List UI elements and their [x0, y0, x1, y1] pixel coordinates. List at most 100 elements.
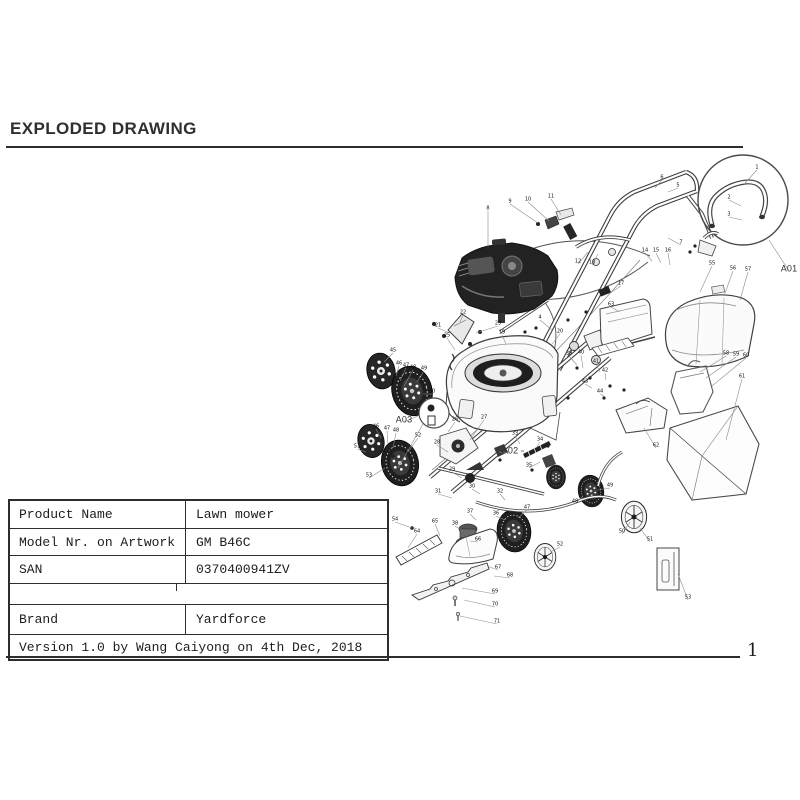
part-number-callout: 51 — [353, 443, 361, 450]
part-number-callout: 33 — [511, 430, 519, 437]
part-number-callout: 56 — [729, 265, 737, 272]
table-cell-label: SAN — [10, 556, 186, 583]
part-number-callout: 39 — [565, 350, 573, 357]
table-cell-value — [185, 584, 387, 604]
grass-bag-frame — [670, 360, 714, 415]
part-number-callout: 2 — [727, 194, 731, 201]
table-cell-value: GM B46C — [196, 534, 251, 550]
part-number-callout: 28 — [433, 439, 441, 446]
table-row: Model Nr. on Artwork GM B46C — [10, 529, 387, 556]
part-number-callout: 41 — [592, 358, 600, 365]
table-cell-label: Model Nr. on Artwork — [10, 529, 186, 555]
part-number-callout: 23 — [494, 320, 502, 327]
part-number-callout: 14 — [641, 247, 649, 254]
part-number-callout: 63 — [607, 301, 615, 308]
header-rule — [6, 146, 743, 149]
part-number-callout: 48 — [392, 427, 400, 434]
part-number-callout: 32 — [496, 488, 504, 495]
table-cell-value: 0370400941ZV — [196, 562, 290, 577]
table-row: Product Name Lawn mower — [10, 501, 387, 529]
blade-assembly — [395, 523, 498, 622]
fastener-dots — [386, 310, 626, 530]
part-number-callout: 59 — [732, 351, 740, 358]
part-number-callout: 57 — [744, 266, 752, 273]
part-number-callout: 8 — [486, 205, 490, 212]
part-number-callout: 44 — [596, 388, 604, 395]
part-number-callout: 47 — [523, 504, 531, 511]
detail-reference-label: A01 — [780, 263, 798, 274]
part-number-callout: 29 — [448, 466, 456, 473]
part-number-callout: 21 — [434, 322, 442, 329]
part-number-callout: 55 — [708, 260, 716, 267]
part-number-callout: 27 — [480, 414, 488, 421]
part-number-callout: 17 — [617, 280, 625, 287]
axle-and-levers — [437, 440, 623, 513]
part-number-callout: 16 — [664, 247, 672, 254]
part-number-callout: 26 — [451, 416, 459, 423]
part-number-callout: 50 — [428, 388, 436, 395]
part-number-callout: 25 — [443, 332, 451, 339]
part-number-callout: 46 — [372, 423, 380, 430]
part-number-callout: 40 — [577, 349, 585, 356]
part-number-callout: 35 — [525, 462, 533, 469]
table-cell-value: Lawn mower — [196, 507, 275, 522]
part-number-callout: 49 — [420, 365, 428, 372]
part-number-callout: 68 — [506, 572, 514, 579]
part-number-callout: 1 — [755, 164, 759, 171]
part-number-callout: 20 — [556, 328, 564, 335]
part-number-callout: 52 — [414, 432, 422, 439]
table-cell-label: Product Name — [10, 501, 186, 528]
part-number-callout: 42 — [601, 367, 609, 374]
part-number-callout: 3 — [727, 211, 731, 218]
upper-handle-tube — [534, 169, 700, 372]
part-number-callout: 48 — [409, 364, 417, 371]
part-number-callout: 65 — [431, 518, 439, 525]
table-cell-label — [10, 584, 185, 604]
part-number-callout: 49 — [606, 482, 614, 489]
part-number-callout: 34 — [536, 436, 544, 443]
mower-deck — [445, 335, 561, 441]
part-number-callout: 47 — [402, 362, 410, 369]
part-number-callout: 64 — [413, 528, 421, 535]
table-row: Brand Yardforce — [10, 605, 387, 635]
part-number-callout: 5 — [676, 182, 680, 189]
engine-assembly — [454, 207, 578, 323]
part-number-callout: 43 — [581, 378, 589, 385]
part-number-callout: 31 — [434, 488, 442, 495]
part-number-callout: 53 — [684, 594, 692, 601]
detail-reference-label: A03 — [395, 414, 413, 425]
rear-cover — [664, 284, 756, 368]
table-row: SAN 0370400941ZV — [10, 556, 387, 584]
detail-reference-label: A02 — [501, 445, 519, 456]
part-number-callout: 58 — [722, 350, 730, 357]
table-footer-row: Version 1.0 by Wang Caiyong on 4th Dec, … — [10, 635, 387, 659]
part-number-callout: 36 — [492, 510, 500, 517]
part-number-callout: 47 — [383, 425, 391, 432]
part-number-callout: 7 — [679, 239, 683, 246]
part-number-callout: 70 — [491, 601, 499, 608]
part-number-callout: 38 — [451, 520, 459, 527]
part-number-callout: 50 — [618, 528, 626, 535]
part-number-callout: 67 — [494, 564, 502, 571]
part-number-callout: 11 — [547, 193, 555, 200]
part-number-callout: 12 — [574, 258, 582, 265]
part-number-callout: 6 — [660, 174, 664, 181]
page-title: EXPLODED DRAWING — [10, 119, 197, 138]
mulch-plug — [615, 397, 668, 434]
part-number-callout: 15 — [652, 247, 660, 254]
page-number: 1 — [747, 640, 759, 661]
part-number-callout: 54 — [391, 516, 399, 523]
part-number-callout: 45 — [389, 347, 397, 354]
part-number-callout: 10 — [524, 196, 532, 203]
part-number-callout: 66 — [474, 536, 482, 543]
detail-circle-a03 — [397, 397, 479, 469]
part-number-callout: 69 — [491, 588, 499, 595]
part-number-callout: 60 — [742, 352, 750, 359]
grass-bag — [666, 405, 760, 501]
part-number-callout: 48 — [571, 498, 579, 505]
table-version-note: Version 1.0 by Wang Caiyong on 4th Dec, … — [19, 639, 363, 655]
part-number-callout: 4 — [538, 314, 542, 321]
